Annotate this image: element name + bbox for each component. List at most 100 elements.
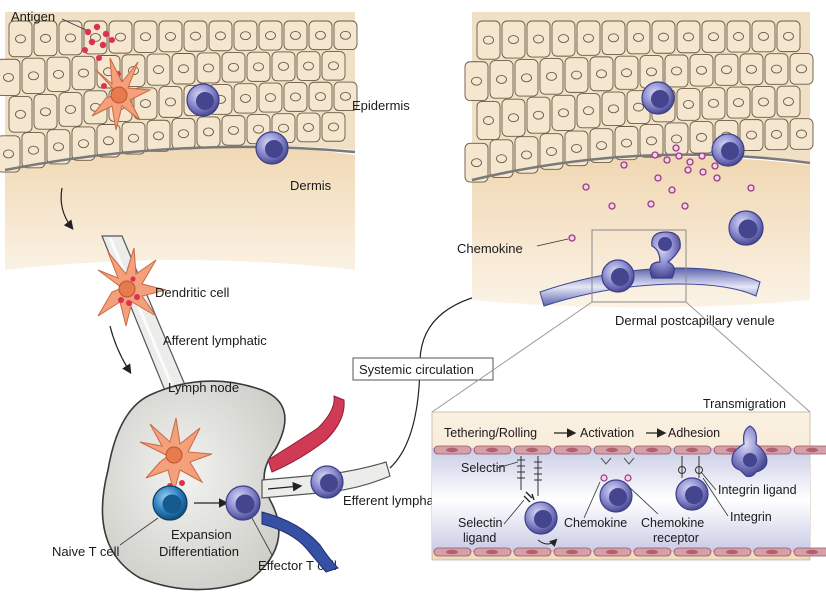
keratinocyte	[46, 56, 71, 92]
keratinocyte-nucleus	[483, 116, 494, 125]
keratinocyte-nucleus	[696, 132, 707, 142]
keratinocyte-nucleus	[696, 65, 707, 75]
inset-transmigrating-t-cell	[731, 425, 768, 478]
keratinocyte-nucleus	[683, 99, 694, 109]
dermis-label: Dermis	[290, 178, 332, 193]
right-keratinocytes	[464, 20, 814, 183]
keratinocyte-nucleus	[483, 35, 494, 45]
transmigration-label: Transmigration	[703, 397, 786, 411]
endothelial-nucleus	[566, 447, 578, 453]
keratinocyte	[0, 58, 21, 96]
keratinocyte	[576, 20, 601, 56]
keratinocyte-nucleus	[721, 65, 732, 75]
keratinocyte-nucleus	[228, 62, 239, 72]
dermal-t-cell	[728, 210, 764, 246]
keratinocyte	[8, 20, 33, 58]
keratinocyte	[133, 87, 158, 120]
endothelial-nucleus	[726, 549, 738, 555]
keratinocyte-nucleus	[608, 104, 619, 114]
endothelial-nucleus	[486, 447, 498, 453]
keratinocyte-nucleus	[103, 136, 114, 146]
keratinocyte	[46, 129, 71, 165]
keratinocyte	[564, 57, 589, 93]
keratinocyte-nucleus	[15, 109, 26, 119]
efferent-t-cell	[310, 465, 344, 499]
keratinocyte-nucleus	[303, 122, 314, 132]
keratinocyte	[764, 53, 789, 85]
keratinocyte-nucleus	[508, 35, 519, 44]
keratinocyte	[751, 86, 776, 118]
keratinocyte	[96, 124, 121, 158]
endothelial-nucleus	[766, 447, 778, 453]
keratinocyte-nucleus	[40, 33, 51, 43]
keratinocyte	[308, 81, 333, 112]
keratinocyte	[158, 86, 183, 118]
epidermal-dendritic-cell	[91, 57, 152, 131]
keratinocyte	[121, 121, 146, 155]
keratinocyte-nucleus	[328, 61, 339, 71]
keratinocyte	[171, 118, 196, 150]
keratinocyte	[296, 51, 321, 81]
keratinocyte-nucleus	[53, 142, 64, 152]
lymph-node-label: Lymph node	[168, 380, 239, 395]
keratinocyte	[221, 52, 246, 83]
keratinocyte	[701, 20, 726, 53]
chemokine-receptor-label-2: receptor	[653, 531, 699, 545]
keratinocyte-nucleus	[771, 129, 782, 139]
keratinocyte	[789, 118, 814, 150]
tethering-label: Tethering/Rolling	[444, 426, 537, 440]
keratinocyte-nucleus	[265, 93, 276, 103]
keratinocyte	[158, 20, 183, 53]
keratinocyte-nucleus	[496, 74, 507, 84]
keratinocyte	[33, 20, 58, 57]
keratinocyte-nucleus	[596, 69, 607, 79]
keratinocyte-nucleus	[303, 61, 314, 71]
keratinocyte-nucleus	[315, 30, 326, 40]
integrin-leader	[702, 477, 729, 517]
keratinocyte	[108, 20, 133, 54]
keratinocyte-nucleus	[28, 71, 39, 81]
dendritic-cell-label: Dendritic cell	[155, 285, 230, 300]
keratinocyte	[676, 88, 701, 121]
keratinocyte	[539, 133, 564, 170]
keratinocyte-nucleus	[783, 97, 794, 106]
keratinocyte	[789, 53, 814, 85]
endothelial-nucleus	[566, 549, 578, 555]
keratinocyte-nucleus	[265, 31, 276, 40]
zoom-box	[591, 229, 687, 303]
lymph-node	[101, 380, 286, 591]
left-basement-membrane	[4, 145, 356, 172]
keratinocyte-nucleus	[783, 31, 794, 41]
selectin-leader	[496, 461, 519, 469]
keratinocyte-nucleus	[571, 143, 582, 153]
endothelial-nucleus	[606, 549, 618, 555]
keratinocyte-nucleus	[633, 32, 644, 42]
keratinocyte-nucleus	[671, 66, 682, 76]
endothelial-nucleus	[646, 447, 658, 453]
keratinocyte	[639, 124, 664, 158]
selectin-label: Selectin	[461, 461, 506, 475]
keratinocyte	[701, 87, 726, 120]
keratinocyte	[258, 82, 283, 113]
keratinocyte-nucleus	[53, 69, 64, 79]
keratinocyte	[171, 53, 196, 85]
keratinocyte	[208, 20, 233, 52]
right-epidermis-t-cell-1	[641, 81, 675, 115]
keratinocyte-nucleus	[596, 141, 607, 151]
keratinocyte-nucleus	[496, 154, 507, 164]
keratinocyte-nucleus	[40, 107, 51, 117]
keratinocyte-nucleus	[583, 33, 594, 43]
keratinocyte-nucleus	[583, 106, 594, 116]
expansion-label: Expansion	[171, 527, 232, 542]
keratinocyte	[221, 115, 246, 146]
keratinocyte	[726, 20, 751, 53]
keratinocyte	[246, 51, 271, 82]
integrin-ligand-leader	[700, 471, 717, 491]
systemic-circulation-box	[352, 357, 494, 381]
left-epidermis-t-cell-2	[255, 131, 289, 165]
migration-arrow-2	[109, 325, 132, 375]
keratinocyte	[71, 126, 96, 161]
keratinocyte-nucleus	[708, 32, 719, 42]
